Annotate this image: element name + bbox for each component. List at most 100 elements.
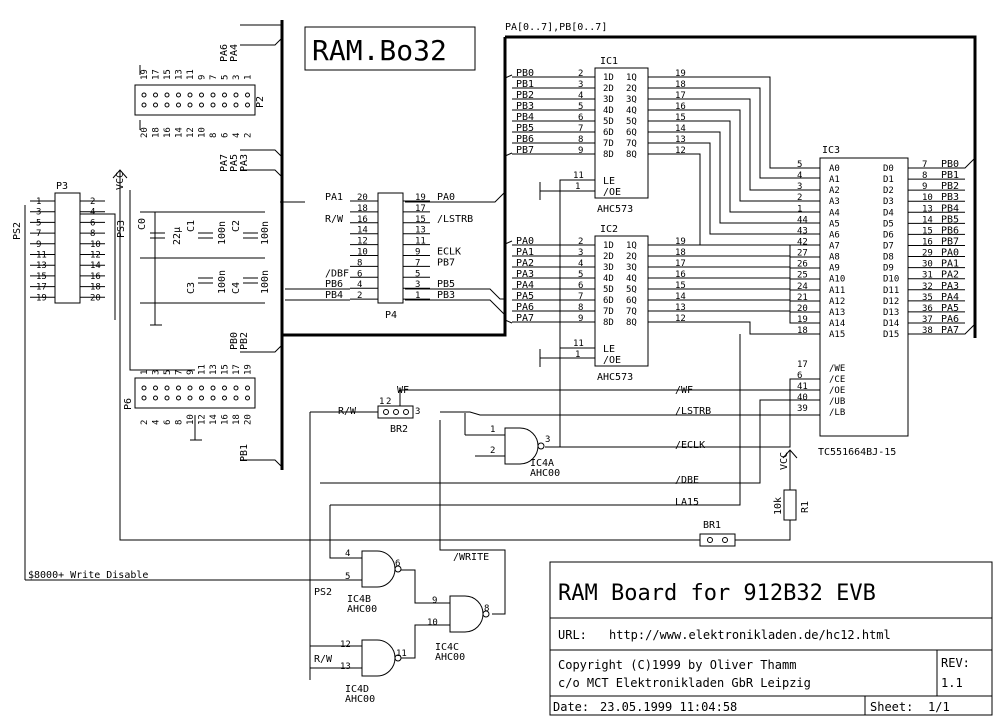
ic3-ctrl-name: /LB bbox=[829, 408, 845, 418]
p3-left-pin: 13 bbox=[36, 261, 47, 271]
ic3-data-net: PB0 bbox=[941, 159, 959, 170]
p4-left-pin: 8 bbox=[357, 258, 362, 268]
ic3-data-net: PB5 bbox=[941, 214, 959, 225]
title-block-date: 23.05.1999 11:04:58 bbox=[600, 700, 737, 714]
bus-label: PA[0..7],PB[0..7] bbox=[505, 22, 607, 33]
p4-right-pin: 19 bbox=[415, 193, 426, 203]
p3-right-pin: 16 bbox=[90, 272, 101, 282]
p2-pin-dot bbox=[199, 92, 204, 98]
ic1-out-name: 2Q bbox=[626, 84, 637, 94]
p6-top-net: PB0 bbox=[229, 332, 240, 350]
ic3-addr-pin: 26 bbox=[797, 260, 808, 270]
ic3-data-name: D4 bbox=[883, 208, 894, 218]
p6-bot-pin: 6 bbox=[163, 420, 173, 425]
ic3-addr-pin: 25 bbox=[797, 271, 808, 281]
ic1-in-net: PB2 bbox=[516, 90, 534, 101]
ic3-addr-name: A10 bbox=[829, 275, 845, 285]
ic1-out-pin: 19 bbox=[675, 69, 686, 79]
ic1-in-net: PB7 bbox=[516, 145, 534, 156]
net-ps2-gate: PS2 bbox=[314, 587, 332, 598]
ic3-data-pin: 35 bbox=[922, 293, 933, 303]
gate-ic4a-in2: 2 bbox=[490, 446, 495, 456]
ic3-data-pin: 37 bbox=[922, 315, 933, 325]
p4-left-pin: 18 bbox=[357, 204, 368, 214]
ic3-addr-pin: 5 bbox=[797, 160, 802, 170]
gate-ic4b: 4 5 6 IC4B AHC00 bbox=[345, 549, 402, 615]
ic3-addr-name: A3 bbox=[829, 197, 840, 207]
ic3-data-pin: 9 bbox=[922, 182, 927, 192]
title-block-url: http://www.elektronikladen.de/hc12.html bbox=[609, 628, 891, 642]
ic3-data-net: PB4 bbox=[941, 203, 959, 214]
p6-pin-dot bbox=[187, 385, 193, 391]
ic1-in-name: 6D bbox=[603, 128, 614, 138]
ic3-addr-pin: 20 bbox=[797, 304, 808, 314]
p2-pin-dot bbox=[187, 102, 193, 108]
ic1-in-name: 2D bbox=[603, 84, 614, 94]
ic1-out-name: 3Q bbox=[626, 95, 637, 105]
p3-right-pin: 6 bbox=[90, 218, 95, 228]
cap-c4-value: 100n bbox=[260, 270, 271, 294]
ic2-out-name: 7Q bbox=[626, 307, 637, 317]
p2-top-pin: 11 bbox=[186, 69, 196, 80]
ic1-in-net: PB5 bbox=[516, 123, 534, 134]
p6-bot-net: PB1 bbox=[239, 444, 250, 462]
ic1-in-net: PB4 bbox=[516, 112, 534, 123]
ic2-in-net: PA4 bbox=[516, 280, 534, 291]
p6-pin-dot bbox=[233, 395, 239, 401]
ic3-data-name: D0 bbox=[883, 164, 894, 174]
p4-left-pin: 6 bbox=[357, 269, 362, 279]
ic1-in-net: PB6 bbox=[516, 134, 534, 145]
net-write-disable: $8000+ Write Disable bbox=[28, 570, 148, 581]
br1-ref: BR1 bbox=[703, 520, 721, 531]
ic3-data-net: PB6 bbox=[941, 225, 959, 236]
ic3-data-net: PA6 bbox=[941, 314, 959, 325]
gate-ic4a-out: 3 bbox=[545, 435, 550, 445]
p4-right-net: PB3 bbox=[437, 290, 455, 301]
p3-left-pin: 19 bbox=[36, 293, 47, 303]
ic1-in-pin: 9 bbox=[578, 146, 583, 156]
ic3-addr-pin: 27 bbox=[797, 249, 808, 259]
p2-top-pin: 5 bbox=[221, 75, 231, 80]
ic3-data-net: PB7 bbox=[941, 236, 959, 247]
ic3-data-name: D14 bbox=[883, 319, 899, 329]
net-slash-wf: /WF bbox=[675, 385, 693, 396]
p2-pin-dot bbox=[222, 92, 227, 98]
ic3-data-name: D1 bbox=[883, 175, 894, 185]
gate-ic4d: 12 13 11 IC4D AHC00 bbox=[340, 639, 407, 705]
p2-pin-dot bbox=[164, 92, 170, 98]
p4-right-pin: 7 bbox=[415, 258, 420, 268]
ic1-latch: IC1 AHC573 LE /OE 11 1 bbox=[573, 56, 649, 215]
ic1-in-name: 1D bbox=[603, 73, 614, 83]
ic1-in-pin: 7 bbox=[578, 124, 583, 134]
ic2-in-net: PA3 bbox=[516, 269, 534, 280]
ic2-in-pin: 9 bbox=[578, 314, 583, 324]
ic2-in-name: 2D bbox=[603, 252, 614, 262]
ic3-data-net: PA5 bbox=[941, 303, 959, 314]
ic1-out-name: 8Q bbox=[626, 150, 637, 160]
ic1-oe-pin: 1 bbox=[575, 182, 580, 192]
ic3-addr-name: A8 bbox=[829, 253, 840, 263]
p2-top-pin: 15 bbox=[163, 69, 173, 80]
ic3-addr-pin: 42 bbox=[797, 237, 808, 247]
p6-bot-pin: 18 bbox=[232, 414, 242, 425]
ic3-addr-name: A11 bbox=[829, 286, 845, 296]
ic3-data-net: PB2 bbox=[941, 181, 959, 192]
ic3-data-name: D13 bbox=[883, 308, 899, 318]
ic2-in-net: PA6 bbox=[516, 302, 534, 313]
p4-right-net: /LSTRB bbox=[437, 214, 473, 225]
ic3-data-pin: 36 bbox=[922, 304, 933, 314]
title-block-date-label: Date: bbox=[553, 700, 589, 714]
p2-top-pin: 1 bbox=[244, 75, 254, 80]
ic3-data-pin: 15 bbox=[922, 226, 933, 236]
p6-pin-dot bbox=[245, 395, 250, 401]
p6-pin-dot bbox=[141, 395, 147, 401]
p6-pin-dot bbox=[245, 385, 250, 391]
cap-c4-ref: C4 bbox=[231, 282, 242, 294]
ic3-addr-name: A9 bbox=[829, 264, 840, 274]
ic2-ref: IC2 bbox=[600, 224, 618, 235]
ic2-out-name: 4Q bbox=[626, 274, 637, 284]
p4-left-pin: 12 bbox=[357, 237, 368, 247]
r1-value: 10k bbox=[773, 497, 784, 515]
p2-bot-pin: 10 bbox=[198, 127, 208, 138]
ic2-oe-pin: 1 bbox=[575, 350, 580, 360]
